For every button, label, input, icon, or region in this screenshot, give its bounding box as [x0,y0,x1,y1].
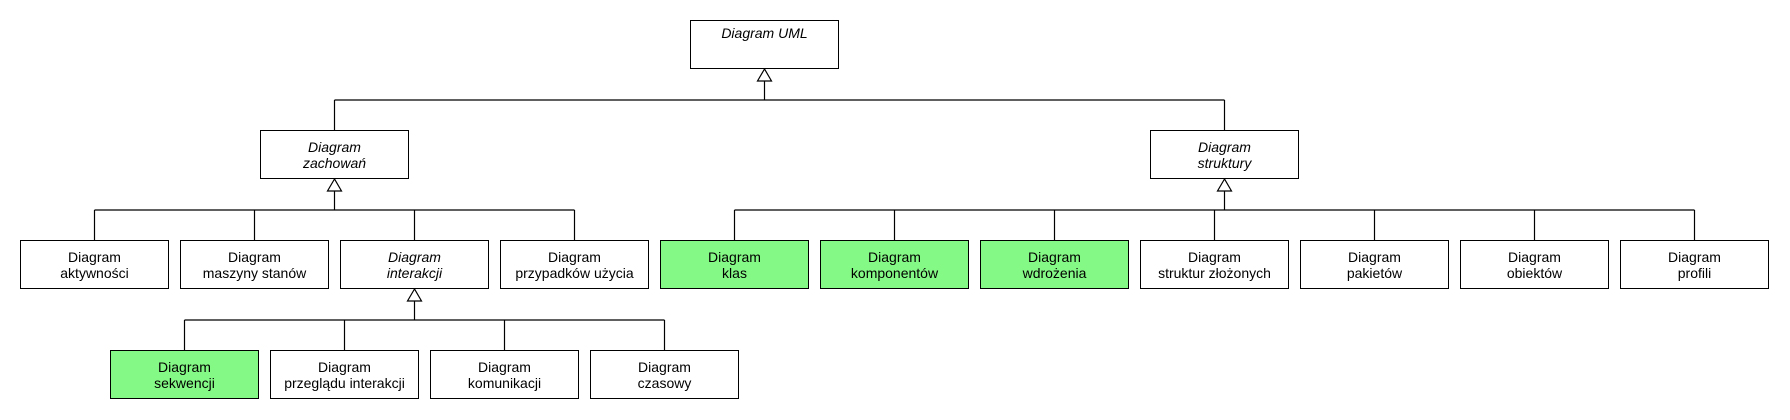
node-diagram-czasowy: Diagram czasowy [590,350,739,399]
node-line-2: maszyny stanów [202,264,307,281]
node-line-1: Diagram [1348,248,1401,265]
node-line-1: Diagram [308,138,361,155]
node-diagram-przypadkow-uzycia: Diagram przypadków użycia [500,240,649,289]
node-line-2: struktury [1197,154,1252,171]
node-diagram-aktywnosci: Diagram aktywności [20,240,169,289]
node-diagram-interakcji: Diagram interakcji [340,240,489,289]
node-diagram-uml: Diagram UML [690,20,839,69]
node-line-2: interakcji [386,264,443,281]
node-line-1: Diagram [68,248,121,265]
node-diagram-wdrozenia: Diagram wdrożenia [980,240,1129,289]
generalization-arrowhead [406,287,423,302]
node-line-2: profili [1677,264,1712,281]
node-line-1: Diagram [548,248,601,265]
node-line-2: aktywności [60,264,129,281]
node-line-1: Diagram [638,358,691,375]
node-line-2: przypadków użycia [515,264,634,281]
node-line-2: czasowy [637,374,692,391]
node-line-2: klas [722,264,747,281]
node-diagram-przegladu-interakcji: Diagram przeglądu interakcji [270,350,419,399]
node-line-1: Diagram [318,358,371,375]
node-line-2: przeglądu interakcji [284,374,405,391]
generalization-arrowhead [326,177,343,192]
node-line-2: zachowań [302,154,367,171]
node-diagram-struktur-zlozonych: Diagram struktur złożonych [1140,240,1289,289]
node-line-1: Diagram [388,248,441,265]
node-line-2: sekwencji [154,374,215,391]
generalization-arrowhead [756,67,773,82]
node-line-2: pakietów [1346,264,1403,281]
node-line-1: Diagram [1188,248,1241,265]
node-line-2: struktur złożonych [1158,264,1271,281]
node-line-1: Diagram [1668,248,1721,265]
node-diagram-sekwencji: Diagram sekwencji [110,350,259,399]
node-line-1: Diagram [1198,138,1251,155]
node-line-2: komunikacji [467,374,542,391]
node-line-1: Diagram [1028,248,1081,265]
node-line-1: Diagram [868,248,921,265]
node-diagram-komponentow: Diagram komponentów [820,240,969,289]
node-line-2: obiektów [1506,264,1563,281]
node-line-2: komponentów [850,264,939,281]
node-diagram-profili: Diagram profili [1620,240,1769,289]
node-line-1: Diagram UML [721,25,808,41]
node-line-2: wdrożenia [1022,264,1087,281]
node-line-1: Diagram [1508,248,1561,265]
node-line-1: Diagram [478,358,531,375]
node-diagram-pakietow: Diagram pakietów [1300,240,1449,289]
node-line-1: Diagram [228,248,281,265]
node-diagram-struktury: Diagram struktury [1150,130,1299,179]
node-diagram-maszyny-stanow: Diagram maszyny stanów [180,240,329,289]
node-line-1: Diagram [158,358,211,375]
node-line-1: Diagram [708,248,761,265]
node-diagram-obiektow: Diagram obiektów [1460,240,1609,289]
node-diagram-klas: Diagram klas [660,240,809,289]
node-diagram-zachowan: Diagram zachowań [260,130,409,179]
node-diagram-komunikacji: Diagram komunikacji [430,350,579,399]
generalization-arrowhead [1216,177,1233,192]
